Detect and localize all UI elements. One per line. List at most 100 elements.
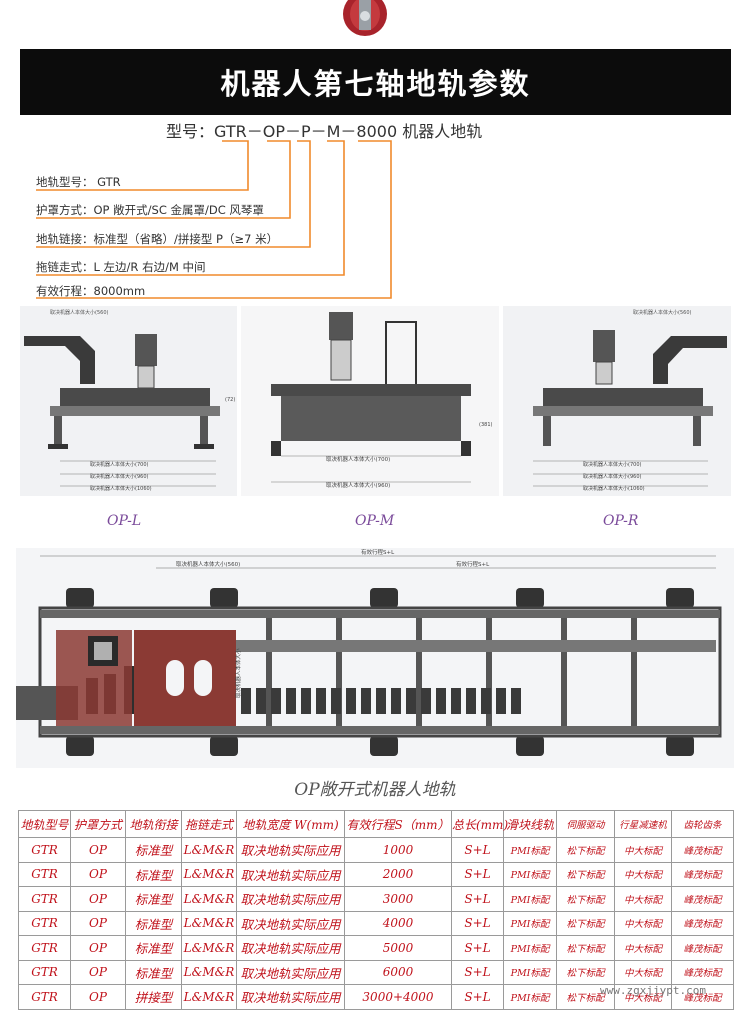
dim-robot-size-560-r: 取决机器人本体大小(560)	[633, 309, 691, 316]
model-code-line: 型号：GTR－OP－P－M－8000 机器人地轨	[166, 118, 482, 142]
table-cell: 峰茂标配	[671, 886, 734, 912]
table-header: 有效行程S（mm）	[344, 810, 452, 838]
dim-robot-size-700-m: 取决机器人本体大小(700)	[326, 455, 390, 463]
table-row: GTR OP 标准型 L&M&R 取决地轨实际应用 4000 S+L PMI标配…	[18, 910, 734, 936]
table-header: 总长(mm)	[451, 810, 508, 838]
spec-model: 地轨型号： GTR	[36, 175, 121, 189]
dim-72-l: (72)	[225, 397, 235, 403]
table-cell: 峰茂标配	[671, 910, 734, 936]
table-cell: 峰茂标配	[671, 959, 734, 985]
table-cell: L&M&R	[181, 959, 237, 985]
model-suffix: 机器人地轨	[402, 122, 483, 141]
table-cell: PMI标配	[503, 837, 557, 863]
table-cell: 6000	[344, 959, 452, 985]
spec-link: 地轨链接：标准型（省略）/拼接型 P（≥7 米）	[36, 232, 279, 246]
table-cell: 3000	[344, 886, 452, 912]
table-cell: PMI标配	[503, 861, 557, 887]
table-cell: 取决地轨实际应用	[236, 984, 345, 1010]
section-caption: OP敞开式机器人地轨	[294, 780, 456, 800]
table-cell: 4000	[344, 910, 452, 936]
table-cell: L&M&R	[181, 886, 237, 912]
table-header: 地轨宽度 W(mm)	[236, 810, 345, 838]
dim-stroke-right: 有效行程S+L	[456, 560, 490, 568]
dim-robot-size-1060-l: 取决机器人本体大小(1060)	[90, 485, 152, 492]
table-cell: 标准型	[125, 861, 182, 887]
view-label-op-l: OP-L	[107, 513, 142, 529]
table-cell: 松下标配	[556, 959, 615, 985]
table-cell: 中大标配	[614, 837, 672, 863]
table-row: GTR OP 拼接型 L&M&R 取决地轨实际应用 3000+4000 S+L …	[18, 984, 734, 1010]
drawing-op-l: 取决机器人本体大小(560) 取决机器人本体大小(700) 取决机器人本体大小(…	[20, 306, 237, 496]
table-cell: GTR	[18, 861, 71, 887]
table-cell: S+L	[451, 861, 504, 887]
dim-robot-size-1060-r: 取决机器人本体大小(1060)	[583, 485, 645, 492]
table-cell: PMI标配	[503, 935, 557, 961]
table-row: GTR OP 标准型 L&M&R 取决地轨实际应用 1000 S+L PMI标配…	[18, 837, 734, 863]
table-header: 行星减速机	[614, 810, 672, 838]
table-cell: PMI标配	[503, 984, 557, 1010]
dim-robot-size-960-m: 取决机器人本体大小(960)	[326, 481, 390, 489]
dim-stroke-top: 有效行程S+L	[361, 548, 395, 556]
table-cell: 中大标配	[614, 910, 672, 936]
table-header-row: 地轨型号 护罩方式 地轨衔接 拖链走式 地轨宽度 W(mm) 有效行程S（mm）…	[18, 810, 734, 838]
table-cell: L&M&R	[181, 910, 237, 936]
table-cell: GTR	[18, 935, 71, 961]
table-cell: OP	[70, 837, 126, 863]
table-cell: 取决地轨实际应用	[236, 837, 345, 863]
drawing-op-r: 取决机器人本体大小(560) 取决机器人本体大小(700) 取决机器人本体大小(…	[503, 306, 731, 496]
table-cell: L&M&R	[181, 984, 237, 1010]
table-cell: 拼接型	[125, 984, 182, 1010]
table-cell: 标准型	[125, 935, 182, 961]
dim-robot-size-960-r: 取决机器人本体大小(960)	[583, 473, 641, 480]
dim-robot-size-560: 取决机器人本体大小(560)	[50, 309, 108, 316]
table-cell: L&M&R	[181, 837, 237, 863]
dim-robot-size-side: 取决机器人本体大小	[234, 648, 242, 698]
view-label-op-r: OP-R	[603, 513, 639, 529]
table-cell: GTR	[18, 886, 71, 912]
table-cell: 标准型	[125, 837, 182, 863]
table-header: 拖链走式	[181, 810, 237, 838]
table-header: 伺服驱动	[556, 810, 615, 838]
table-row: GTR OP 标准型 L&M&R 取决地轨实际应用 3000 S+L PMI标配…	[18, 886, 734, 912]
table-cell: 取决地轨实际应用	[236, 910, 345, 936]
table-cell: S+L	[451, 886, 504, 912]
table-cell: 2000	[344, 861, 452, 887]
table-cell: GTR	[18, 959, 71, 985]
page-title: 机器人第七轴地轨参数	[220, 67, 531, 101]
view-labels: OP-L OP-M OP-R	[0, 513, 750, 533]
plan-view-drawing: 有效行程S+L 取决机器人本体大小(560) 有效行程S+L	[16, 548, 734, 768]
table-cell: 取决地轨实际应用	[236, 935, 345, 961]
view-label-op-m: OP-M	[355, 513, 395, 529]
table-row: GTR OP 标准型 L&M&R 取决地轨实际应用 2000 S+L PMI标配…	[18, 861, 734, 887]
table-cell: 松下标配	[556, 984, 615, 1010]
table-cell: OP	[70, 959, 126, 985]
spec-cover: 护罩方式：OP 敞开式/SC 金属罩/DC 风琴罩	[36, 203, 264, 217]
table-cell: PMI标配	[503, 910, 557, 936]
table-cell: OP	[70, 861, 126, 887]
table-cell: OP	[70, 984, 126, 1010]
params-table: 地轨型号 护罩方式 地轨衔接 拖链走式 地轨宽度 W(mm) 有效行程S（mm）…	[18, 810, 734, 1010]
table-cell: 峰茂标配	[671, 935, 734, 961]
table-cell: 标准型	[125, 959, 182, 985]
table-cell: 中大标配	[614, 886, 672, 912]
dim-381-m: (381)	[479, 422, 492, 428]
table-cell: 峰茂标配	[671, 837, 734, 863]
table-cell: 标准型	[125, 910, 182, 936]
table-cell: 中大标配	[614, 959, 672, 985]
table-cell: S+L	[451, 959, 504, 985]
table-cell: 中大标配	[614, 861, 672, 887]
table-cell: 取决地轨实际应用	[236, 886, 345, 912]
table-cell: 中大标配	[614, 984, 672, 1010]
table-row: GTR OP 标准型 L&M&R 取决地轨实际应用 6000 S+L PMI标配…	[18, 959, 734, 985]
table-cell: 松下标配	[556, 886, 615, 912]
table-cell: 1000	[344, 837, 452, 863]
table-cell: S+L	[451, 910, 504, 936]
title-banner: 机器人第七轴地轨参数	[20, 49, 731, 115]
table-cell: 松下标配	[556, 910, 615, 936]
front-view-drawings: 取决机器人本体大小(560) 取决机器人本体大小(700) 取决机器人本体大小(…	[20, 306, 731, 496]
table-cell: S+L	[451, 837, 504, 863]
table-cell: 5000	[344, 935, 452, 961]
table-cell: 3000+4000	[344, 984, 452, 1010]
table-cell: PMI标配	[503, 959, 557, 985]
table-header: 齿轮齿条	[671, 810, 734, 838]
